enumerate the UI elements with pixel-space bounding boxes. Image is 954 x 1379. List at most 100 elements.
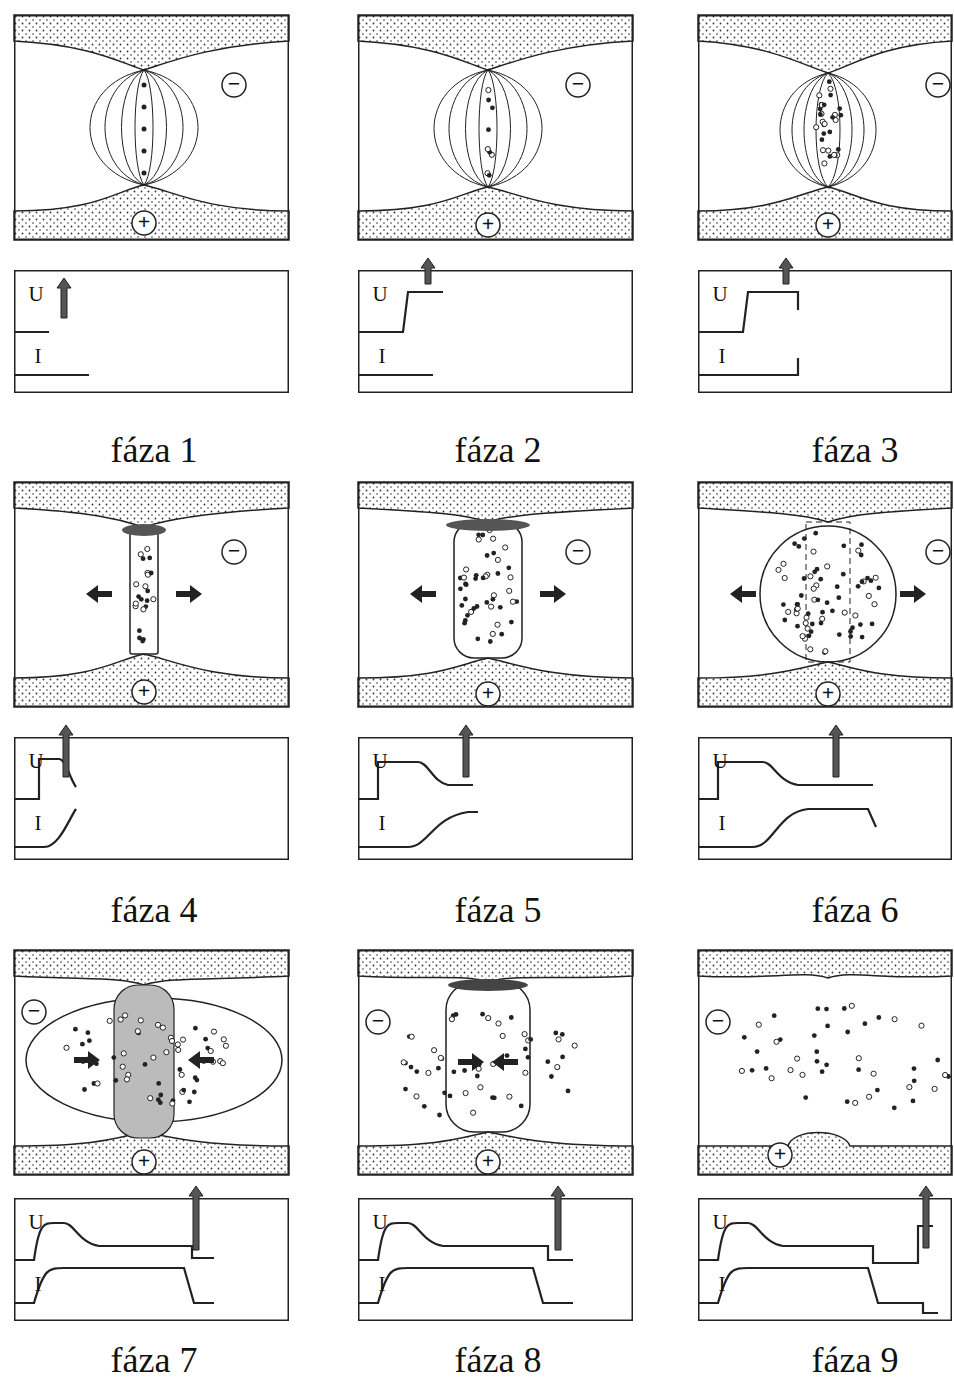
particle	[860, 635, 865, 640]
particle	[827, 130, 832, 135]
particle	[118, 1017, 123, 1022]
particle	[526, 1055, 531, 1060]
particle	[414, 1069, 419, 1074]
polarity-circle	[476, 1150, 500, 1174]
phase-caption: fáza 1	[111, 432, 198, 468]
particle	[491, 536, 496, 541]
polarity-sign: +	[138, 211, 151, 233]
axis-label: U	[712, 1212, 727, 1233]
particle	[73, 1027, 78, 1032]
particle	[560, 1055, 565, 1060]
particle	[523, 1047, 528, 1052]
particle	[454, 1012, 459, 1017]
time-marker-arrow	[57, 278, 71, 318]
particle	[837, 632, 842, 637]
particle	[814, 1049, 819, 1054]
particle	[142, 83, 147, 88]
graph-frame	[359, 738, 633, 860]
axis-label: I	[719, 813, 726, 834]
particle	[807, 633, 812, 638]
particle	[442, 1090, 447, 1095]
particle	[555, 1065, 560, 1070]
phase-illustration	[14, 482, 289, 707]
particle	[815, 1006, 820, 1011]
particle	[892, 1105, 897, 1110]
particle	[755, 1049, 760, 1054]
particle	[809, 629, 814, 634]
polarity-circle	[222, 73, 246, 97]
voltage-trace	[698, 1223, 933, 1263]
particle	[566, 1089, 571, 1094]
particle	[856, 584, 861, 589]
particle	[151, 597, 156, 602]
particle	[193, 1026, 198, 1031]
particle	[935, 1058, 940, 1063]
particle	[507, 588, 512, 593]
field-line	[816, 73, 828, 187]
polarity-sign: −	[572, 540, 585, 562]
electrode	[358, 15, 633, 70]
particle	[522, 1032, 527, 1037]
particle	[776, 567, 781, 572]
particle	[837, 106, 842, 111]
polarity-sign: +	[774, 1143, 787, 1165]
particle	[463, 582, 468, 587]
electrode-spot	[446, 519, 530, 531]
axis-label: I	[379, 346, 386, 367]
particle	[822, 161, 827, 166]
particle	[142, 127, 147, 132]
workpiece	[358, 1132, 633, 1175]
particle	[869, 578, 874, 583]
flow-arrow	[410, 585, 436, 603]
particle	[836, 595, 841, 600]
particle	[489, 604, 494, 609]
particle	[426, 1070, 431, 1075]
field-line	[144, 70, 167, 185]
polarity-sign: −	[932, 73, 945, 95]
particle	[123, 1013, 128, 1018]
polarity-sign: +	[822, 213, 835, 235]
polarity-sign: −	[228, 73, 241, 95]
particle	[818, 112, 823, 117]
particle	[556, 1037, 561, 1042]
particle	[449, 1017, 454, 1022]
particle	[147, 556, 152, 561]
phase-caption: fáza 5	[455, 892, 542, 928]
particle	[507, 1094, 512, 1099]
particle	[462, 621, 467, 626]
particle	[401, 1060, 406, 1065]
phase-illustration	[358, 482, 633, 707]
electrode	[14, 482, 289, 527]
field-line	[466, 70, 489, 187]
particle	[471, 606, 476, 611]
particle	[500, 1033, 505, 1038]
particle	[873, 575, 878, 580]
phase-illustration	[14, 950, 289, 1175]
particle	[495, 622, 500, 627]
polarity-sign: +	[482, 213, 495, 235]
axis-label: U	[28, 1212, 43, 1233]
particle	[821, 131, 826, 136]
electrode-spot	[448, 979, 528, 991]
flow-arrow	[458, 1053, 484, 1071]
axis-label: I	[719, 346, 726, 367]
axis-label: U	[372, 751, 387, 772]
particle	[137, 628, 142, 633]
flow-arrow	[492, 1053, 518, 1071]
field-line	[90, 70, 144, 185]
particle	[781, 602, 786, 607]
signal-graph	[358, 258, 632, 392]
particle	[463, 597, 468, 602]
signal-graph	[358, 1186, 632, 1320]
polarity-circle	[816, 213, 840, 237]
particle	[866, 593, 871, 598]
particle	[148, 1096, 153, 1101]
particle	[808, 647, 813, 652]
particle	[464, 582, 469, 587]
particle	[498, 605, 503, 610]
particle	[138, 552, 143, 557]
flow-arrow	[74, 1051, 100, 1069]
current-trace	[358, 374, 433, 376]
particle	[164, 1050, 169, 1055]
particle	[786, 609, 791, 614]
